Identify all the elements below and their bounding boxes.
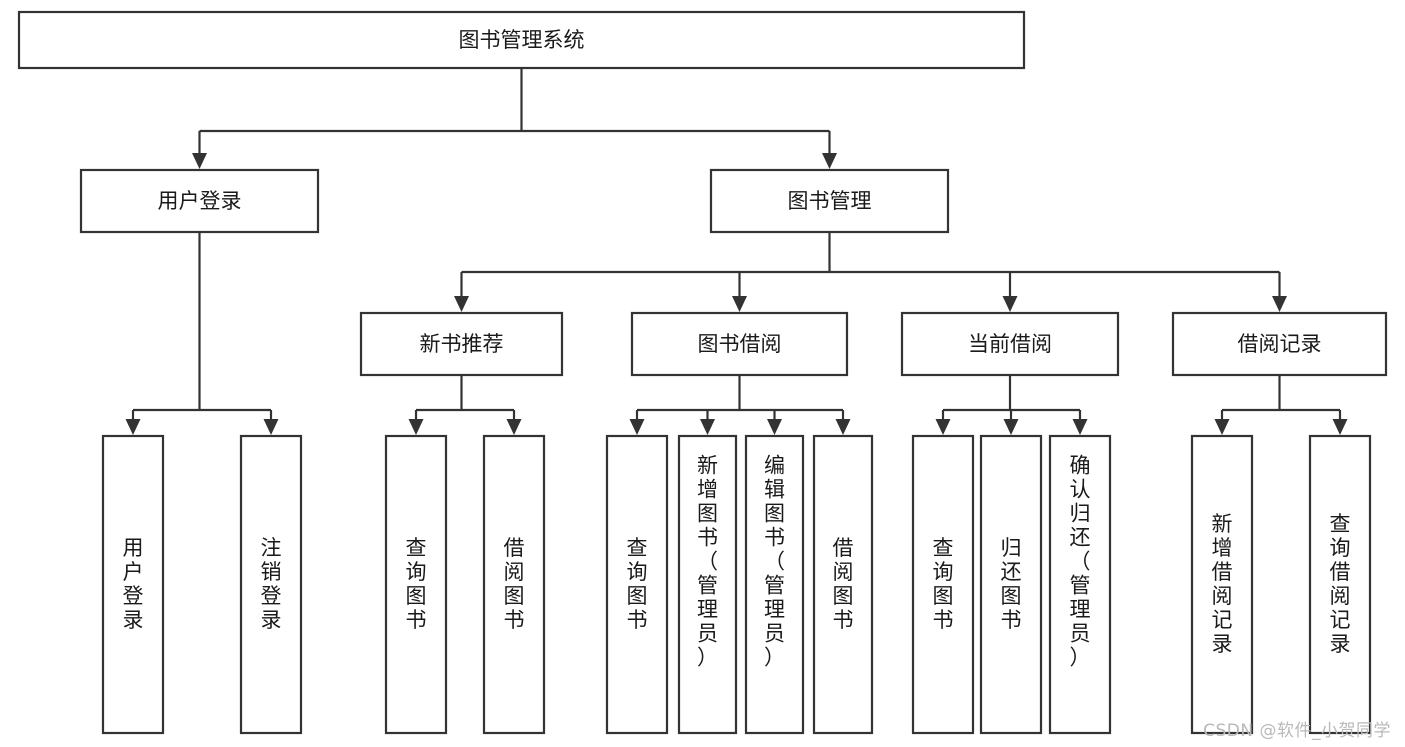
node-borrow-record[interactable]: 借阅记录 [1171,311,1388,377]
node-leaf-borrow-book-1[interactable]: 借阅图书 [482,434,546,735]
arrow-head-icon [1003,419,1019,435]
node-label-borrow-record: 借阅记录 [1238,332,1322,356]
node-label-leaf-add-record: 新增借阅记录 [1212,512,1233,656]
node-label-leaf-borrow-book-2: 借阅图书 [833,536,854,632]
arrow-head-icon [1002,296,1018,312]
node-box-book-manage [709,168,950,234]
arrow-head-icon [935,419,951,435]
node-label-leaf-query-book-2: 查询图书 [627,536,648,632]
watermark-label: CSDN @软件_小贺同学 [1203,721,1391,741]
node-box-leaf-query-book-2 [605,434,669,735]
arrow-head-icon [1214,419,1230,435]
arrow-head-icon [506,419,522,435]
node-label-book-manage: 图书管理 [788,189,872,213]
node-leaf-add-book[interactable]: 新增图书（管理员） [677,434,738,735]
node-label-leaf-query-book-3: 查询图书 [933,536,954,632]
node-label-book-borrow: 图书借阅 [698,332,782,356]
node-leaf-user-login[interactable]: 用户登录 [101,434,165,735]
node-box-leaf-borrow-book-2 [812,434,874,735]
node-label-user-login: 用户登录 [158,189,242,213]
arrow-head-icon [263,419,279,435]
arrow-head-icon [732,296,747,312]
node-leaf-query-book-1[interactable]: 查询图书 [384,434,448,735]
arrow-head-icon [629,419,645,435]
node-box-leaf-borrow-book-1 [482,434,546,735]
node-label-leaf-query-book-1: 查询图书 [406,536,427,632]
node-label-new-book-recommend: 新书推荐 [420,332,504,356]
node-label-leaf-borrow-book-1: 借阅图书 [504,536,525,632]
node-box-current-borrow [900,311,1120,377]
node-new-book-recommend[interactable]: 新书推荐 [359,311,564,377]
node-current-borrow[interactable]: 当前借阅 [900,311,1120,377]
node-book-borrow[interactable]: 图书借阅 [630,311,849,377]
arrow-head-icon [408,419,424,435]
node-label-leaf-user-login: 用户登录 [123,536,144,632]
node-box-leaf-query-record [1308,434,1372,735]
arrow-head-icon [454,296,469,312]
node-box-borrow-record [1171,311,1388,377]
arrow-head-icon [1332,419,1348,435]
node-leaf-query-book-2[interactable]: 查询图书 [605,434,669,735]
node-box-book-borrow [630,311,849,377]
node-box-new-book-recommend [359,311,564,377]
node-box-leaf-query-book-1 [384,434,448,735]
arrow-head-icon [767,419,782,435]
arrow-head-icon [1072,419,1088,435]
arrow-head-icon [1272,296,1287,312]
nodes-layer: 图书管理系统用户登录图书管理新书推荐图书借阅当前借阅借阅记录用户登录注销登录查询… [17,10,1388,735]
node-box-leaf-edit-book [744,434,805,735]
node-leaf-edit-book[interactable]: 编辑图书（管理员） [744,434,805,735]
node-leaf-query-record[interactable]: 查询借阅记录 [1308,434,1372,735]
node-label-leaf-confirm-return: 确认归还（管理员） [1070,454,1091,670]
node-box-leaf-confirm-return [1048,434,1112,735]
node-leaf-logout[interactable]: 注销登录 [239,434,303,735]
node-leaf-confirm-return[interactable]: 确认归还（管理员） [1048,434,1112,735]
edges-layer [125,68,1348,435]
node-leaf-return-book[interactable]: 归还图书 [979,434,1043,735]
node-leaf-add-record[interactable]: 新增借阅记录 [1190,434,1254,735]
node-user-login[interactable]: 用户登录 [79,168,320,234]
node-label-leaf-edit-book: 编辑图书（管理员） [764,454,785,670]
arrow-head-icon [835,419,851,435]
node-box-leaf-add-book [677,434,738,735]
node-book-manage[interactable]: 图书管理 [709,168,950,234]
arrow-head-icon [822,153,837,169]
node-label-leaf-add-book: 新增图书（管理员） [697,454,718,670]
node-label-leaf-logout: 注销登录 [261,536,282,632]
node-leaf-query-book-3[interactable]: 查询图书 [911,434,975,735]
node-box-leaf-user-login [101,434,165,735]
node-box-user-login [79,168,320,234]
node-box-leaf-query-book-3 [911,434,975,735]
arrow-head-icon [192,153,207,169]
node-undefined[interactable]: 图书管理系统 [17,10,1026,70]
node-box-undefined [17,10,1026,70]
node-label-current-borrow: 当前借阅 [968,332,1052,356]
node-label-leaf-return-book: 归还图书 [1001,536,1022,632]
node-label-leaf-query-record: 查询借阅记录 [1330,512,1351,656]
node-label-undefined: 图书管理系统 [459,28,585,52]
node-leaf-borrow-book-2[interactable]: 借阅图书 [812,434,874,735]
arrow-head-icon [700,419,715,435]
arrow-head-icon [125,419,141,435]
node-box-leaf-logout [239,434,303,735]
node-box-leaf-return-book [979,434,1043,735]
node-box-leaf-add-record [1190,434,1254,735]
